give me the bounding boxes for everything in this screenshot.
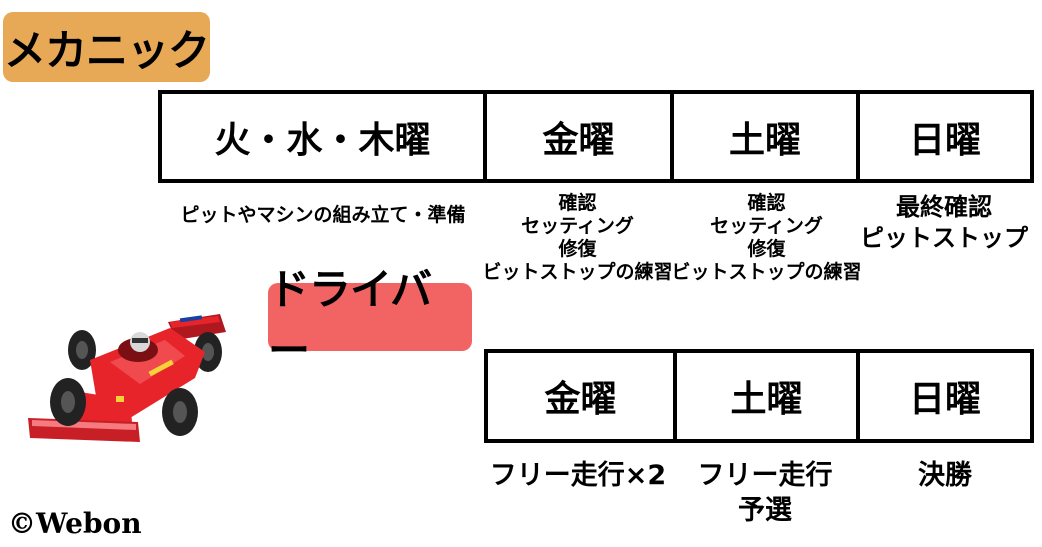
mechanic-schedule-table: 火・水・木曜 金曜 土曜 日曜 <box>158 90 1034 183</box>
mechanic-task-sat: 確認 セッティング 修復 ビットストップの練習 <box>671 192 862 283</box>
mechanic-label: メカニック <box>3 25 210 75</box>
mechanic-day-sun: 日曜 <box>908 119 981 161</box>
mechanic-day-fri: 金曜 <box>487 94 674 179</box>
mechanic-task-sun: 最終確認 ピットストップ <box>860 193 1028 252</box>
driver-tag: ドライバー <box>268 265 472 375</box>
driver-label: ドライバー <box>268 265 432 375</box>
mechanic-day-sat: 土曜 <box>674 94 860 179</box>
driver-day-sun: 日曜 <box>908 379 981 420</box>
mechanic-task-tue-thu: ピットやマシンの組み立て・準備 <box>180 204 466 226</box>
mechanic-task-fri: 確認 セッティング 修復 ビットストップの練習 <box>482 192 673 283</box>
racing-car-icon <box>28 314 226 442</box>
driver-task-fri: フリー走行×2 <box>489 460 667 491</box>
copyright-text: ©Webon <box>8 507 142 540</box>
mechanic-day-tue-thu: 火・水・木曜 <box>162 94 487 179</box>
driver-task-sun: 決勝 <box>918 460 972 491</box>
mechanic-tag: メカニック <box>3 12 210 82</box>
driver-day-sat: 土曜 <box>677 353 860 439</box>
driver-day-fri: 金曜 <box>488 353 677 439</box>
driver-task-sat: フリー走行 予選 <box>697 460 833 526</box>
driver-schedule-table: 金曜 土曜 日曜 <box>484 349 1034 443</box>
